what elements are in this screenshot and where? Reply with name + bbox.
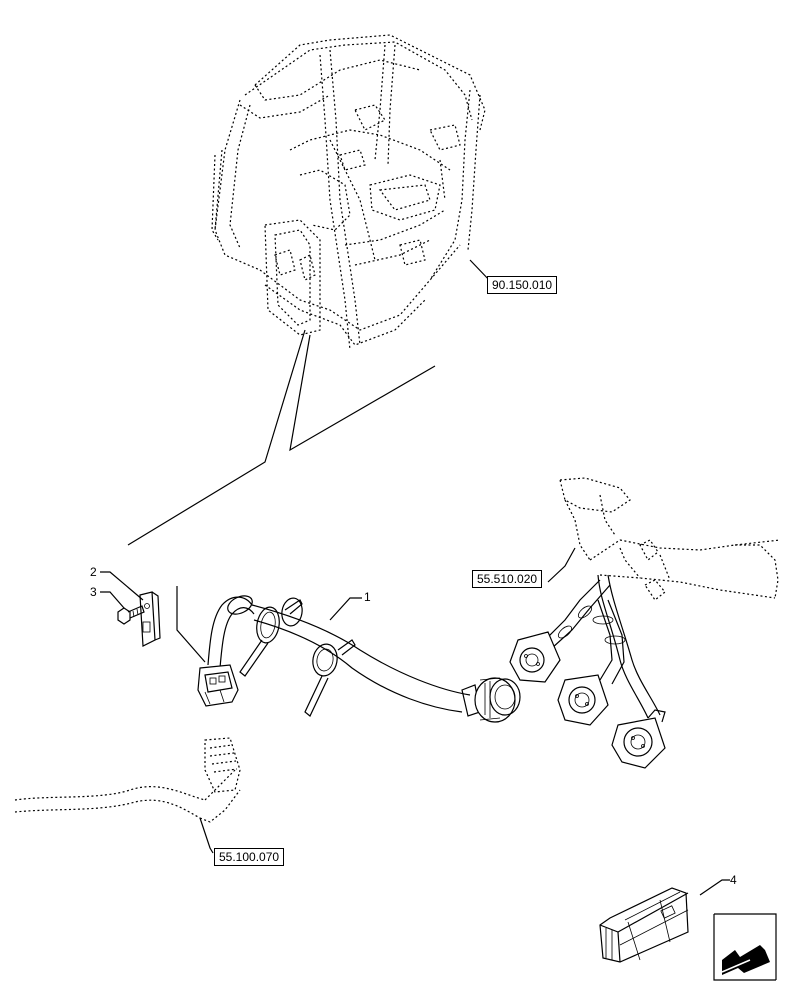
- callout-item-3: 3: [90, 585, 97, 599]
- leader-item-4: [699, 879, 730, 896]
- callout-item-1: 1: [364, 590, 371, 604]
- lower-harness-illustration: [14, 737, 241, 823]
- callout-item-4: 4: [730, 873, 737, 887]
- callout-item-2: 2: [90, 565, 97, 579]
- leader-item-2: [100, 571, 144, 601]
- explode-lines: [127, 329, 436, 546]
- cab-frame-illustration: [211, 34, 486, 351]
- cab-reference-label[interactable]: 90.150.010: [487, 276, 558, 294]
- item-1-harness-illustration: [176, 586, 521, 723]
- item-2-bracket-illustration: [139, 591, 161, 647]
- leader-item-1: [329, 597, 362, 621]
- main-harness-illustration: [509, 477, 781, 769]
- arrow-corner-icon: [713, 913, 777, 981]
- item-3-bolt-illustration: [117, 605, 145, 625]
- crate-icon: [599, 887, 689, 963]
- lower-harness-reference-label[interactable]: 55.100.070: [214, 848, 285, 866]
- leader-lower-harness-ref: [199, 817, 214, 854]
- leader-main-harness-ref: [547, 547, 576, 583]
- main-harness-reference-label[interactable]: 55.510.020: [472, 570, 543, 588]
- leader-item-3: [100, 591, 125, 609]
